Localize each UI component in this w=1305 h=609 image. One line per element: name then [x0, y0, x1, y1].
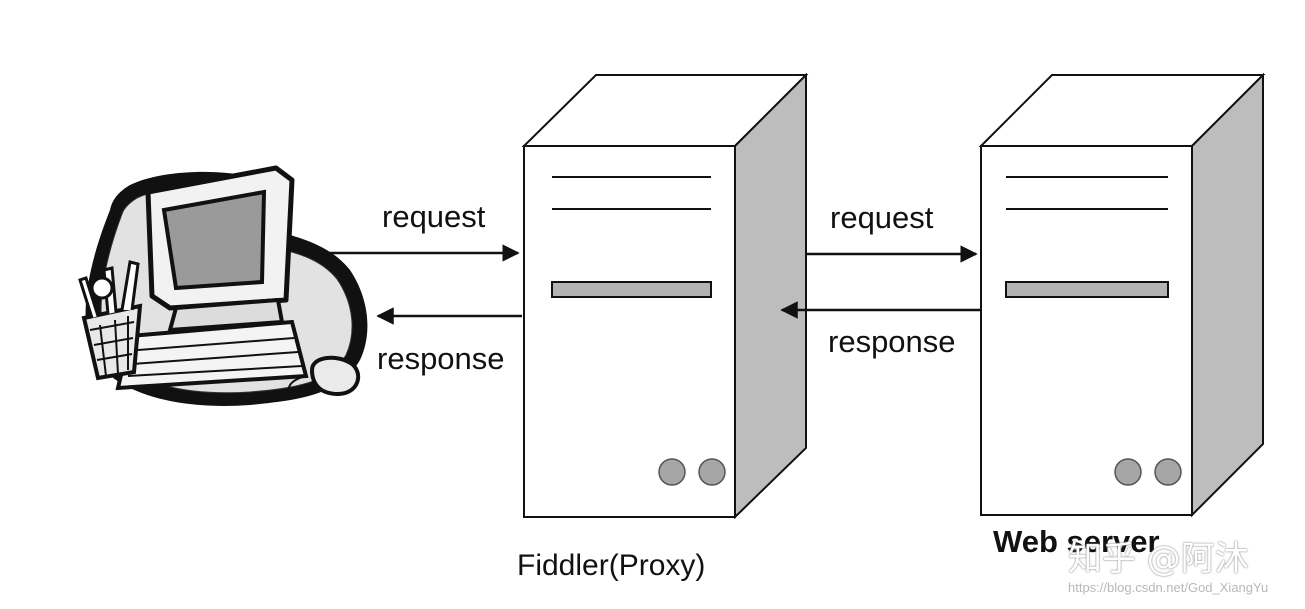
request-label-right: request	[830, 200, 934, 235]
server-button-2	[1154, 458, 1182, 486]
proxy-drive-slot	[551, 281, 712, 298]
server-button-1	[1114, 458, 1142, 486]
desktop-computer-icon	[78, 165, 368, 406]
server-drive-slot	[1005, 281, 1169, 298]
server-caption: Web server	[993, 524, 1160, 559]
request-label-left: request	[382, 199, 486, 234]
server-tower-icon	[978, 72, 1266, 518]
monitor-screen	[161, 189, 267, 291]
mouse	[309, 355, 361, 397]
watermark-text: 知乎 @阿沐	[1068, 539, 1249, 579]
response-label-left: response	[377, 341, 505, 376]
proxy-front-face	[523, 145, 736, 518]
watermark-url: https://blog.csdn.net/God_XiangYu	[1068, 580, 1269, 595]
server-front-face	[980, 145, 1193, 516]
response-label-right: response	[828, 324, 956, 359]
proxy-button-1	[658, 458, 686, 486]
proxy-button-2	[698, 458, 726, 486]
server-side-face	[1191, 72, 1264, 518]
server-tower-icon	[521, 72, 809, 520]
proxy-side-face	[734, 72, 807, 520]
proxy-caption: Fiddler(Proxy)	[517, 549, 706, 582]
